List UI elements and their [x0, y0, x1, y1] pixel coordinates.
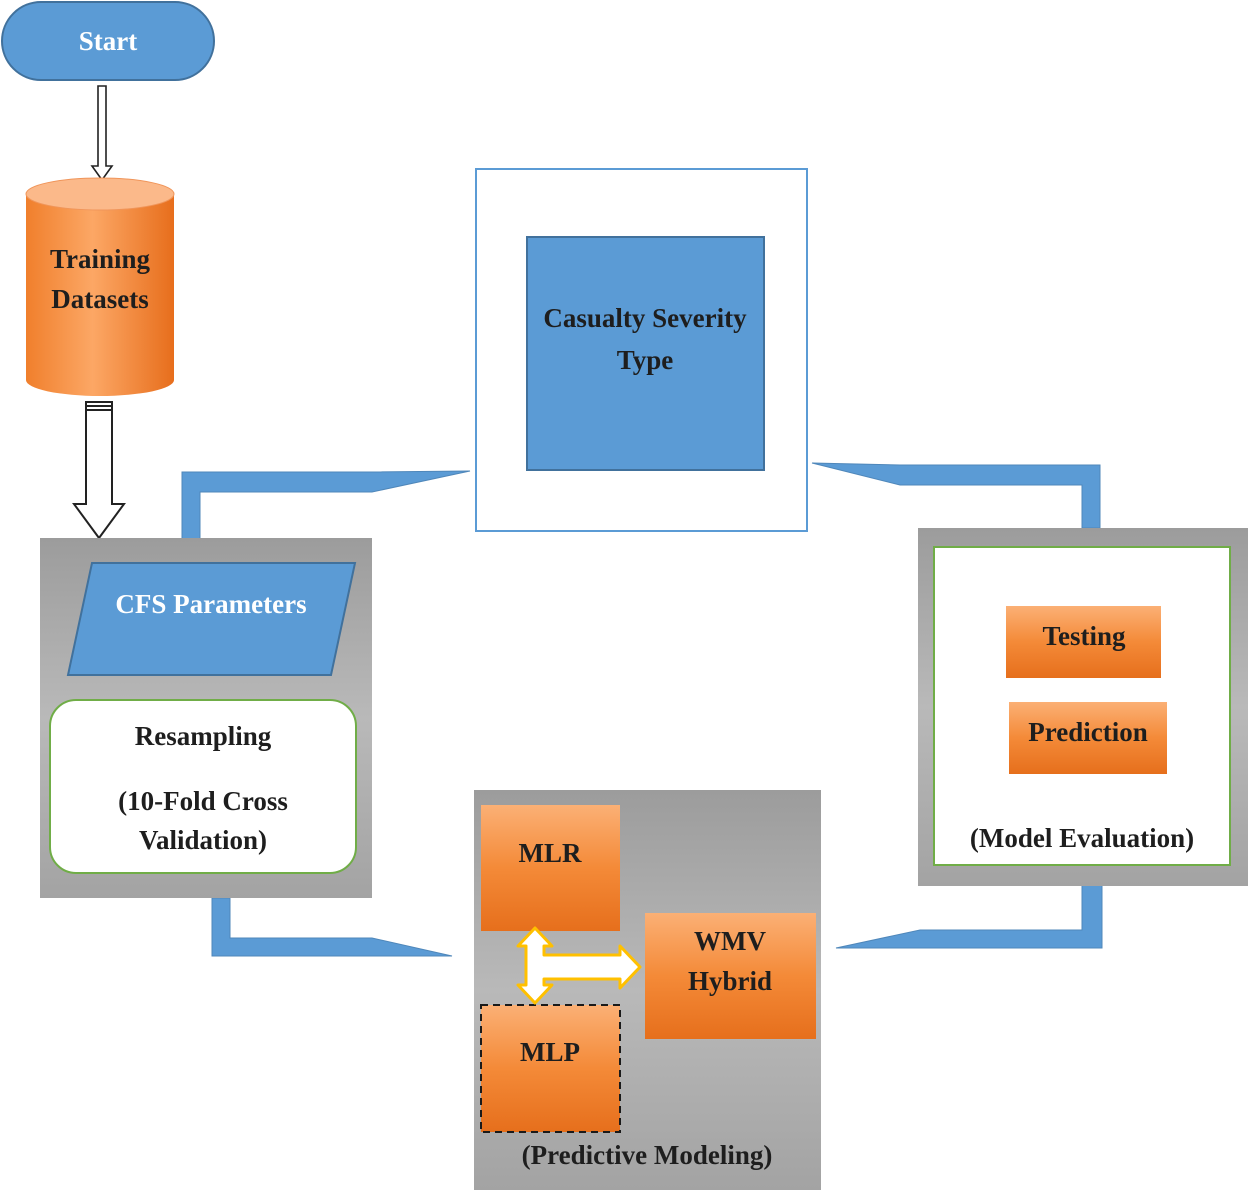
- resampling-box: [49, 699, 357, 874]
- training-datasets-cylinder: [25, 177, 175, 396]
- arrow-start-to-training: [90, 85, 114, 182]
- training-label-line2: Datasets: [51, 284, 148, 314]
- mlp-label: MLP: [520, 1037, 580, 1067]
- mlp-box: [480, 1004, 621, 1133]
- wmv-label-line1: WMV: [694, 926, 766, 956]
- prediction-box: [1009, 702, 1167, 774]
- resampling-label-line2: (10-Fold Cross: [118, 786, 288, 816]
- casualty-severity-box: [526, 236, 765, 471]
- testing-box: [1006, 606, 1161, 678]
- arrow-training-to-cfs: [72, 401, 126, 540]
- resampling-label-line1: Resampling: [135, 721, 272, 751]
- connector-casualty-to-evaluation: [811, 462, 1101, 529]
- resampling-label-line3: Validation): [139, 825, 267, 855]
- cfs-parameters-parallelogram: [66, 562, 357, 676]
- wmv-hybrid-box: [645, 913, 816, 1039]
- mlr-label: MLR: [519, 838, 582, 868]
- training-label-line1: Training: [50, 244, 151, 274]
- wmv-label-line2: Hybrid: [688, 966, 772, 996]
- cfs-parameters-label: CFS Parameters: [115, 589, 306, 619]
- start-label: Start: [79, 26, 137, 56]
- mlr-box: [481, 805, 620, 931]
- casualty-label-line1: Casualty Severity: [543, 303, 747, 333]
- model-combination-arrow: [516, 926, 642, 1005]
- casualty-label-line2: Type: [617, 345, 674, 375]
- connector-cfs-to-predictive: [211, 897, 453, 957]
- prediction-label: Prediction: [1028, 717, 1147, 747]
- connector-cfs-to-casualty: [181, 470, 471, 541]
- predictive-modeling-caption: (Predictive Modeling): [522, 1140, 773, 1170]
- model-evaluation-caption: (Model Evaluation): [970, 823, 1194, 853]
- testing-label: Testing: [1042, 621, 1126, 651]
- connector-predictive-to-evaluation: [835, 884, 1103, 949]
- start-terminator: [1, 1, 215, 81]
